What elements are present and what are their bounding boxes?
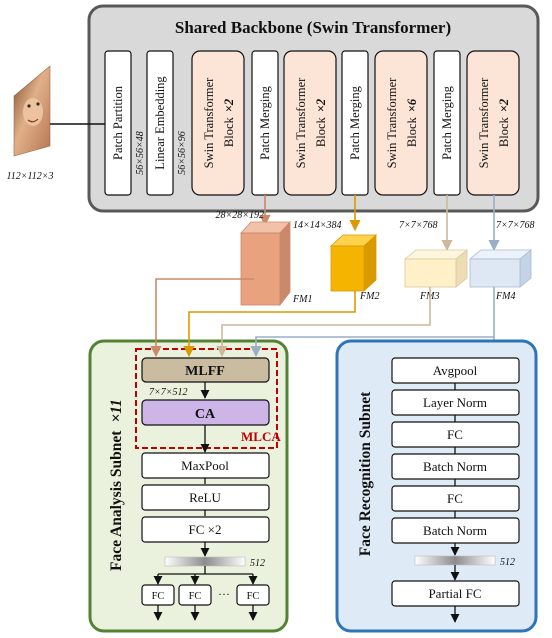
- fm2-label: FM2: [359, 291, 379, 302]
- backbone-block-patch-merging-1: Patch Merging: [251, 50, 279, 196]
- fm1-to-mlff: [150, 278, 254, 358]
- fm4-to-mlff: [250, 287, 495, 358]
- fm1-dims: 28×28×192: [216, 210, 265, 221]
- recognition-vector-dim: 512: [500, 557, 515, 568]
- face-analysis-mult: ×11: [108, 399, 125, 422]
- input-size-label: 112×112×3: [6, 171, 53, 182]
- heads-ellipsis: ···: [218, 587, 230, 601]
- block-mult: ×2: [222, 99, 236, 112]
- fm2-dims: 14×14×384: [293, 220, 342, 231]
- block-label: Swin Transformer: [294, 77, 308, 168]
- block-sub: Block: [405, 117, 419, 148]
- mlff-label: MLFF: [185, 364, 225, 379]
- rec-layer-avgpool-label: Avgpool: [433, 363, 478, 378]
- block-sub: Block: [222, 117, 236, 148]
- fm4-dims: 7×7×768: [496, 220, 535, 231]
- head-fc-2-label: FC: [189, 591, 202, 602]
- fm2-cube: [329, 234, 378, 292]
- face-analysis-title: Face Analysis Subnet: [108, 430, 125, 571]
- fm3-dims: 7×7×768: [399, 220, 438, 231]
- dims-label-2: 56×56×96: [177, 131, 188, 175]
- backbone-block-linear-embedding: Linear Embedding: [146, 50, 174, 196]
- backbone-block-swin-2: Swin Transformer Block ×2: [283, 50, 337, 196]
- block-label: Patch Merging: [258, 85, 272, 159]
- backbone-title: Shared Backbone (Swin Transformer): [175, 18, 451, 37]
- block-mult: ×6: [405, 98, 419, 112]
- ca-label: CA: [195, 407, 216, 422]
- layer-fc-x2-label: FC ×2: [189, 522, 222, 537]
- block-label: Patch Merging: [348, 85, 362, 159]
- block-label: Linear Embedding: [153, 76, 167, 170]
- svg-text:Block×2: Block ×2: [222, 99, 236, 147]
- layer-maxpool-label: MaxPool: [181, 458, 229, 473]
- head-fc-3-label: FC: [247, 591, 260, 602]
- head-fc-1-label: FC: [152, 591, 165, 602]
- block-label: Patch Partition: [111, 85, 125, 160]
- mlca-label: MLCA: [241, 429, 281, 444]
- block-sub: Block: [497, 117, 511, 148]
- fm1-cube: [240, 220, 291, 307]
- backbone-block-patch-merging-2: Patch Merging: [341, 50, 369, 196]
- rec-layer-layernorm-label: Layer Norm: [423, 395, 487, 410]
- backbone-block-swin-4: Swin Transformer Block ×2: [466, 50, 520, 196]
- fm2-to-mlff: [183, 291, 356, 358]
- backbone-block-patch-merging-3: Patch Merging: [433, 50, 461, 196]
- mlff-out-dims: 7×7×512: [149, 387, 188, 398]
- fm4-label: FM4: [495, 291, 515, 302]
- analysis-vector-dim: 512: [250, 558, 265, 569]
- rec-layer-batchnorm-2-label: Batch Norm: [423, 523, 487, 538]
- block-label: Swin Transformer: [202, 77, 216, 168]
- backbone-block-swin-1: Swin Transformer Block ×2: [191, 50, 245, 196]
- rec-partial-fc-label: Partial FC: [428, 586, 481, 601]
- dims-label-1: 56×56×48: [135, 131, 146, 175]
- svg-text:Block×6: Block ×6: [405, 98, 419, 147]
- analysis-feature-vector: [164, 556, 246, 567]
- block-mult: ×2: [314, 99, 328, 112]
- fm1-label: FM1: [292, 294, 312, 305]
- recognition-feature-vector: [414, 555, 496, 566]
- rec-layer-batchnorm-1-label: Batch Norm: [423, 459, 487, 474]
- backbone-block-swin-3: Swin Transformer Block ×6: [374, 50, 428, 196]
- fm4-cube: [468, 249, 533, 288]
- svg-text:Block×2: Block ×2: [497, 99, 511, 147]
- fm3-cube: [403, 249, 469, 288]
- svg-text:Block×2: Block ×2: [314, 99, 328, 147]
- face-analysis-title-group: Face Analysis Subnet ×11: [108, 399, 125, 571]
- block-sub: Block: [314, 117, 328, 148]
- layer-relu-label: ReLU: [189, 490, 221, 505]
- block-label: Swin Transformer: [385, 77, 399, 168]
- block-label: Swin Transformer: [477, 77, 491, 168]
- input-face-image: [13, 65, 51, 157]
- face-recognition-title: Face Recognition Subnet: [357, 391, 374, 556]
- rec-layer-fc-1-label: FC: [447, 427, 463, 442]
- backbone-block-patch-partition: Patch Partition: [104, 50, 132, 196]
- fm3-to-mlff: [216, 287, 431, 358]
- rec-layer-fc-2-label: FC: [447, 491, 463, 506]
- block-mult: ×2: [497, 99, 511, 112]
- block-label: Patch Merging: [440, 85, 454, 159]
